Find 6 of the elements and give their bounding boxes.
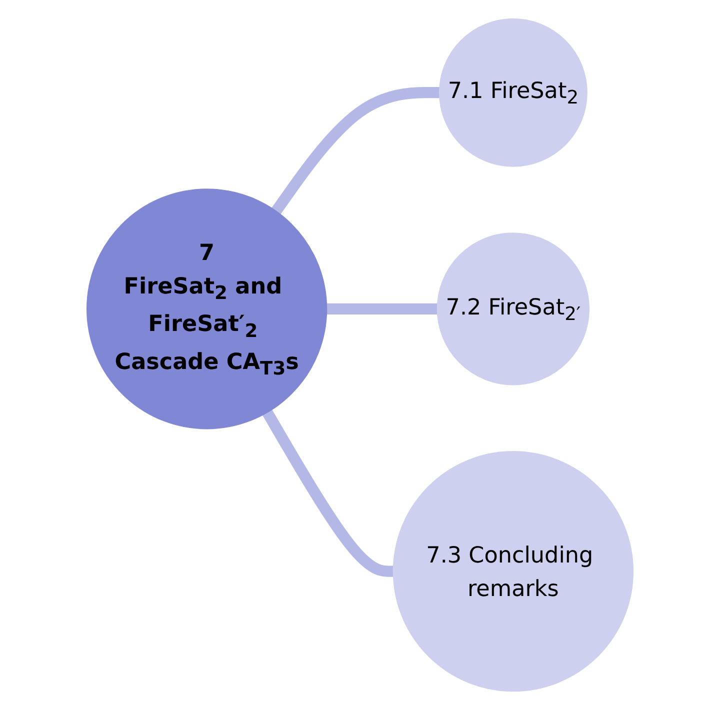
node-circle: 7.1 FireSat$_{2}$: [438, 18, 587, 166]
node-circle: 7.3 Concluding remarks: [392, 450, 634, 692]
node-circle: 7.2 FireSat$_{2′}$: [436, 232, 590, 385]
node-circle: 7 FireSat$_{2}$ and FireSat′$_{2}$ Cascade CA$_{T3}$s: [86, 188, 327, 429]
connector: [326, 302, 437, 314]
connector: [270, 86, 440, 214]
